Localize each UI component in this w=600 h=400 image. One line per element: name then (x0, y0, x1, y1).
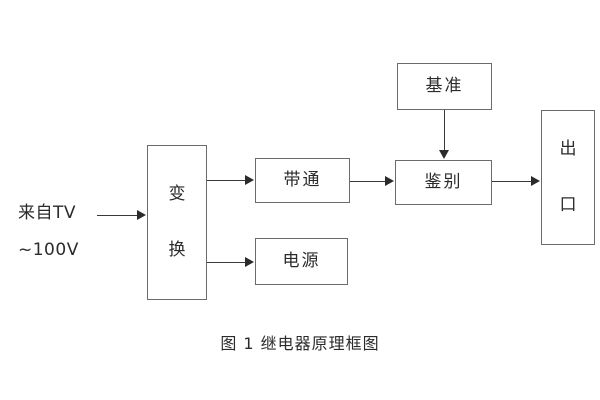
block-output-char1: 出 (559, 138, 577, 159)
connector-convert-to-power-line (207, 262, 247, 263)
block-output-char2: 口 (559, 194, 577, 215)
block-reference[interactable]: 基准 (397, 63, 492, 110)
block-power[interactable]: 电源 (255, 238, 348, 285)
connector-convert-to-bandpass-arrow (245, 175, 254, 185)
source-label-line2: ~100V (18, 240, 79, 260)
block-convert-char2: 换 (168, 239, 186, 260)
connector-source-to-convert-line (97, 215, 139, 216)
connector-bandpass-to-discriminate-arrow (385, 176, 394, 186)
block-output[interactable]: 出 口 (541, 110, 595, 245)
block-bandpass[interactable]: 带通 (255, 158, 350, 203)
connector-convert-to-bandpass-line (207, 180, 247, 181)
block-convert[interactable]: 变 换 (147, 145, 207, 300)
source-label-line1: 来自TV (18, 203, 77, 223)
connector-discriminate-to-output-arrow (531, 176, 540, 186)
connector-convert-to-power-arrow (245, 257, 254, 267)
connector-reference-to-discriminate-line (444, 110, 445, 152)
connector-reference-to-discriminate-arrow (439, 150, 449, 159)
connector-discriminate-to-output-line (492, 181, 533, 182)
figure-caption: 图 1 继电器原理框图 (220, 334, 380, 353)
block-convert-char1: 变 (168, 183, 186, 204)
connector-source-to-convert-arrow (137, 210, 146, 220)
block-discriminate[interactable]: 鉴别 (395, 160, 492, 205)
connector-bandpass-to-discriminate-line (350, 181, 387, 182)
